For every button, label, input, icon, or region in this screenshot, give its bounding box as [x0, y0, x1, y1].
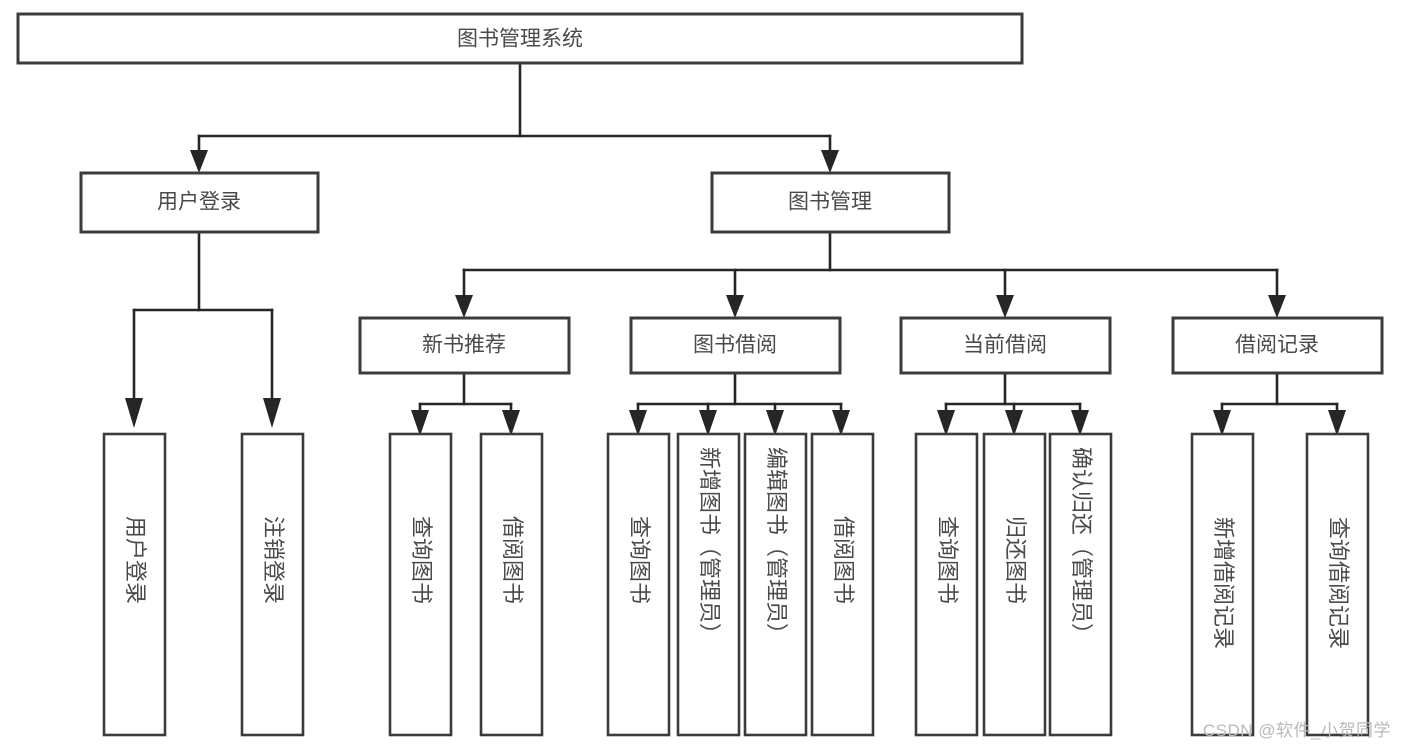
node-borrow-record[interactable]: 借阅记录 — [1171, 316, 1384, 375]
arrow-bookborrow-leaf-1 — [629, 410, 647, 436]
leaf-book-borrow-edit[interactable]: 编辑图书（管理员） — [743, 432, 808, 737]
arrow-bookborrow-leaf-3 — [766, 410, 784, 436]
node-user-login-label: 用户登录 — [157, 191, 241, 214]
arrow-newbook-leaf-1 — [411, 410, 429, 436]
leaf-current-borrow-query-box[interactable] — [914, 432, 979, 737]
node-borrow-record-box[interactable] — [1171, 316, 1384, 375]
arrow-borrowrecord-leaf-2 — [1328, 410, 1346, 436]
node-new-book-recommend[interactable]: 新书推荐 — [358, 316, 571, 375]
node-current-borrow-box[interactable] — [899, 316, 1112, 375]
arrow-currentborrow-leaf-3 — [1071, 410, 1089, 436]
leaf-book-borrow-add-box[interactable] — [676, 432, 741, 737]
arrow-bookborrow-leaf-2 — [699, 410, 717, 436]
node-new-book-recommend-label: 新书推荐 — [422, 334, 506, 357]
connectors-layer — [125, 61, 1346, 436]
leaf-book-borrow-query-label: 查询图书 — [627, 516, 652, 604]
arrow-to-current-borrow — [996, 295, 1014, 318]
leaf-new-book-borrow[interactable]: 借阅图书 — [479, 432, 544, 737]
arrow-currentborrow-leaf-1 — [937, 410, 955, 436]
leaf-user-login-login[interactable]: 用户登录 — [102, 432, 167, 737]
leaf-book-borrow-borrow-label: 借阅图书 — [831, 516, 856, 604]
leaf-new-book-query-label: 查询图书 — [409, 516, 434, 604]
leaf-borrow-record-query[interactable]: 查询借阅记录 — [1305, 432, 1370, 737]
leaf-borrow-record-query-label: 查询借阅记录 — [1326, 517, 1351, 649]
arrow-login-leaf-2 — [263, 398, 281, 428]
arrow-to-book-borrow — [726, 295, 744, 318]
arrow-borrowrecord-leaf-1 — [1213, 410, 1231, 436]
arrow-currentborrow-leaf-2 — [1005, 410, 1023, 436]
node-new-book-recommend-box[interactable] — [358, 316, 571, 375]
leaf-book-borrow-edit-box[interactable] — [743, 432, 808, 737]
leaf-new-book-borrow-box[interactable] — [479, 432, 544, 737]
leaf-borrow-record-add-box[interactable] — [1190, 432, 1255, 737]
leaf-new-book-borrow-label: 借阅图书 — [500, 516, 525, 604]
node-book-management[interactable]: 图书管理 — [710, 171, 951, 234]
leaf-book-borrow-query-box[interactable] — [606, 432, 671, 737]
arrow-root-to-login — [190, 150, 208, 173]
leaf-user-login-logout[interactable]: 注销登录 — [240, 432, 305, 737]
leaf-current-borrow-query[interactable]: 查询图书 — [914, 432, 979, 737]
arrow-login-leaf-1 — [125, 398, 143, 428]
node-current-borrow[interactable]: 当前借阅 — [899, 316, 1112, 375]
node-user-login[interactable]: 用户登录 — [79, 171, 320, 234]
node-root-box[interactable] — [16, 12, 1024, 65]
leaf-book-borrow-edit-label: 编辑图书（管理员） — [764, 447, 789, 645]
leaf-current-borrow-confirm-box[interactable] — [1048, 432, 1113, 737]
leaf-borrow-record-add-label: 新增借阅记录 — [1211, 517, 1236, 649]
leaf-user-login-login-box[interactable] — [102, 432, 167, 737]
leaf-new-book-query[interactable]: 查询图书 — [388, 432, 453, 737]
leaf-borrow-record-query-box[interactable] — [1305, 432, 1370, 737]
leaf-current-borrow-return[interactable]: 归还图书 — [982, 432, 1047, 737]
leaf-current-borrow-confirm-label: 确认归还（管理员） — [1069, 447, 1094, 645]
arrow-to-borrow-record — [1268, 295, 1286, 318]
leaf-user-login-login-label: 用户登录 — [123, 516, 148, 604]
leaf-book-borrow-borrow-box[interactable] — [810, 432, 875, 737]
leaf-book-borrow-add-label: 新增图书（管理员） — [697, 447, 722, 645]
leaf-book-borrow-query[interactable]: 查询图书 — [606, 432, 671, 737]
arrow-to-new-book — [455, 295, 473, 318]
node-book-borrow-label: 图书借阅 — [693, 334, 777, 357]
node-current-borrow-label: 当前借阅 — [963, 334, 1047, 357]
leaf-current-borrow-query-label: 查询图书 — [935, 516, 960, 604]
arrow-root-to-bookmgmt — [821, 150, 839, 173]
node-book-management-label: 图书管理 — [788, 191, 872, 214]
leaf-current-borrow-return-box[interactable] — [982, 432, 1047, 737]
node-book-borrow-box[interactable] — [629, 316, 842, 375]
node-borrow-record-label: 借阅记录 — [1235, 334, 1319, 357]
leaf-new-book-query-box[interactable] — [388, 432, 453, 737]
leaf-book-borrow-borrow[interactable]: 借阅图书 — [810, 432, 875, 737]
leaf-borrow-record-add[interactable]: 新增借阅记录 — [1190, 432, 1255, 737]
node-book-borrow[interactable]: 图书借阅 — [629, 316, 842, 375]
node-user-login-box[interactable] — [79, 171, 320, 234]
node-root-label: 图书管理系统 — [457, 28, 583, 51]
leaf-current-borrow-return-label: 归还图书 — [1003, 516, 1028, 604]
leaf-current-borrow-confirm[interactable]: 确认归还（管理员） — [1048, 432, 1113, 737]
arrow-newbook-leaf-2 — [502, 410, 520, 436]
node-book-management-box[interactable] — [710, 171, 951, 234]
arrow-bookborrow-leaf-4 — [832, 410, 850, 436]
leaf-user-login-logout-box[interactable] — [240, 432, 305, 737]
leaf-book-borrow-add[interactable]: 新增图书（管理员） — [676, 432, 741, 737]
node-root-book-management-system[interactable]: 图书管理系统 — [16, 12, 1024, 65]
leaf-user-login-logout-label: 注销登录 — [261, 516, 286, 604]
